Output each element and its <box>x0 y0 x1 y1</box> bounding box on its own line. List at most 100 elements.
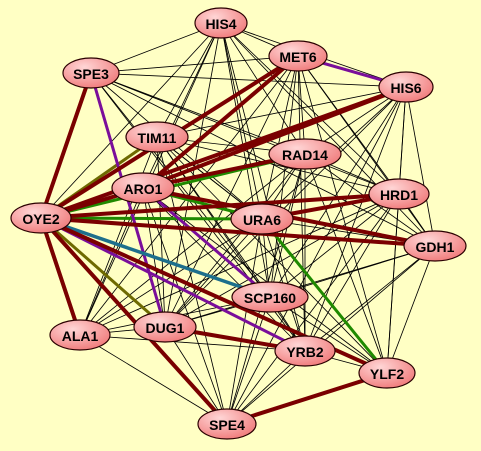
node-label: HIS4 <box>205 16 236 32</box>
edge-hrd1-scp160 <box>269 193 400 298</box>
edge-ura6-dug1 <box>164 218 263 328</box>
edge-ala1-tim11 <box>79 136 158 336</box>
edge-ala1-yrb2 <box>79 334 306 352</box>
edge-aro1-his4 <box>142 22 222 189</box>
edge-gdh1-spe4 <box>226 245 436 425</box>
node-label: OYE2 <box>22 211 60 227</box>
edge-dug1-tim11 <box>156 136 166 328</box>
edge-his6-gdh1 <box>405 86 436 247</box>
edge-gdh1-ylf2 <box>386 245 436 374</box>
edge-oye2-spe4 <box>39 216 229 426</box>
node-ellipse[interactable] <box>62 57 120 89</box>
node-spe3[interactable]: SPE3 <box>62 57 120 89</box>
node-label: RAD14 <box>282 147 328 163</box>
edge-his4-ura6 <box>220 22 263 220</box>
node-ellipse[interactable] <box>268 40 328 72</box>
node-label: SPE3 <box>73 66 109 82</box>
edge-oye2-ala1 <box>39 216 82 337</box>
edge-scp160-aro1 <box>141 186 272 299</box>
node-scp160[interactable]: SCP160 <box>231 281 309 313</box>
node-his6[interactable]: HIS6 <box>378 71 434 103</box>
edge-hrd1-ylf2 <box>386 193 400 374</box>
edge-hrd1-yrb2 <box>304 193 400 352</box>
edge-hrd1-dug1 <box>164 193 400 328</box>
edge-dug1-spe4 <box>164 326 228 425</box>
edge-oye2-hrd1 <box>39 192 401 220</box>
node-met6[interactable]: MET6 <box>268 40 328 72</box>
node-ellipse[interactable] <box>10 202 72 234</box>
edge-rad14-dug1 <box>164 153 306 328</box>
edge-hrd1-ala1 <box>79 193 400 336</box>
edge-met6-gdh1 <box>297 55 436 247</box>
node-ellipse[interactable] <box>358 357 416 389</box>
node-ellipse[interactable] <box>194 7 248 39</box>
edge-tim11-his4 <box>156 22 222 138</box>
edge-his6-dug1 <box>164 86 407 328</box>
node-label: MET6 <box>279 49 317 65</box>
edge-his6-scp160 <box>269 86 407 298</box>
edge-oye2-gdh1 <box>39 216 437 248</box>
node-gdh1[interactable]: GDH1 <box>403 230 467 262</box>
node-ellipse[interactable] <box>133 311 197 343</box>
node-ellipse[interactable] <box>231 281 309 313</box>
node-ellipse[interactable] <box>368 178 430 210</box>
node-ura6[interactable]: URA6 <box>230 203 294 235</box>
edge-oye2-scp160 <box>39 216 272 299</box>
edge-gdh1-dug1 <box>164 245 436 328</box>
edge-spe3-hrd1 <box>90 72 400 195</box>
node-label: HRD1 <box>380 187 418 203</box>
edge-his6-tim11 <box>156 86 407 138</box>
edge-met6-ylf2 <box>297 55 388 374</box>
edge-his6-spe4 <box>226 86 407 425</box>
node-oye2[interactable]: OYE2 <box>10 202 72 234</box>
node-ellipse[interactable] <box>111 172 175 204</box>
node-rad14[interactable]: RAD14 <box>268 138 342 170</box>
edge-spe3-gdh1 <box>90 72 436 247</box>
node-label: ALA1 <box>62 328 99 344</box>
node-ellipse[interactable] <box>230 203 294 235</box>
edge-oye2-dug1 <box>39 216 167 329</box>
node-ellipse[interactable] <box>125 121 189 153</box>
edge-his4-scp160 <box>220 22 271 298</box>
node-spe4[interactable]: SPE4 <box>197 408 257 440</box>
node-label: YLF2 <box>370 366 404 382</box>
edge-oye2-spe3 <box>39 71 93 220</box>
node-label: SCP160 <box>244 290 296 306</box>
node-ellipse[interactable] <box>403 230 467 262</box>
edge-rad14-ylf2 <box>304 153 388 374</box>
edge-ala1-spe4 <box>79 334 228 425</box>
node-label: HIS6 <box>390 80 421 96</box>
node-ellipse[interactable] <box>197 408 257 440</box>
node-label: TIM11 <box>138 130 177 146</box>
node-ellipse[interactable] <box>378 71 434 103</box>
edge-tim11-hrd1 <box>156 136 400 195</box>
node-tim11[interactable]: TIM11 <box>125 121 189 153</box>
node-ellipse[interactable] <box>268 138 342 170</box>
node-dug1[interactable]: DUG1 <box>133 311 197 343</box>
node-label: URA6 <box>243 212 281 228</box>
edge-ylf2-spe4 <box>225 371 389 426</box>
edge-met6-aro1 <box>141 54 300 190</box>
edge-aro1-his6 <box>141 85 408 190</box>
node-label: YRB2 <box>286 344 324 360</box>
edge-oye2-yrb2 <box>39 216 307 353</box>
node-label: SPE4 <box>209 417 245 433</box>
node-label: DUG1 <box>146 320 185 336</box>
node-label: GDH1 <box>416 239 455 255</box>
node-aro1[interactable]: ARO1 <box>111 172 175 204</box>
edge-oye2-ura6 <box>39 216 264 221</box>
node-ellipse[interactable] <box>49 319 111 351</box>
node-ala1[interactable]: ALA1 <box>49 319 111 351</box>
node-hrd1[interactable]: HRD1 <box>368 178 430 210</box>
node-ellipse[interactable] <box>274 335 336 367</box>
edge-spe3-met6 <box>90 55 299 74</box>
edge-oye2-his4 <box>40 22 222 219</box>
node-yrb2[interactable]: YRB2 <box>274 335 336 367</box>
node-ylf2[interactable]: YLF2 <box>358 357 416 389</box>
node-label: ARO1 <box>124 181 163 197</box>
edge-spe3-his6 <box>90 72 407 88</box>
node-his4[interactable]: HIS4 <box>194 7 248 39</box>
